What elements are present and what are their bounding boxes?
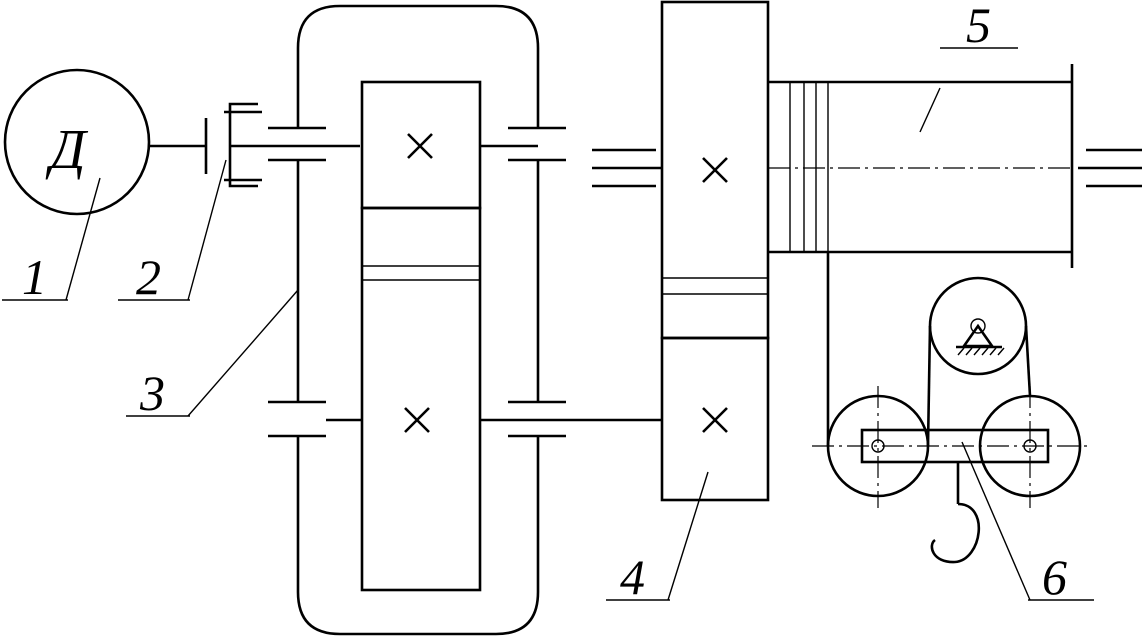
gearbox: [268, 4, 662, 636]
open-gear-pair: [592, 0, 770, 502]
pulley-block: [812, 252, 1092, 564]
callout-5: 5: [966, 0, 991, 53]
callout-2: 2: [136, 249, 161, 305]
callout-3: 3: [139, 365, 165, 421]
motor: Д: [3, 68, 206, 216]
coupling: [204, 102, 360, 188]
callout-1: 1: [22, 249, 47, 305]
drum: [768, 64, 1142, 268]
callout-4: 4: [620, 549, 645, 605]
callout-leaders: [2, 47, 1094, 601]
motor-label: Д: [45, 119, 89, 181]
callout-6: 6: [1042, 549, 1067, 605]
